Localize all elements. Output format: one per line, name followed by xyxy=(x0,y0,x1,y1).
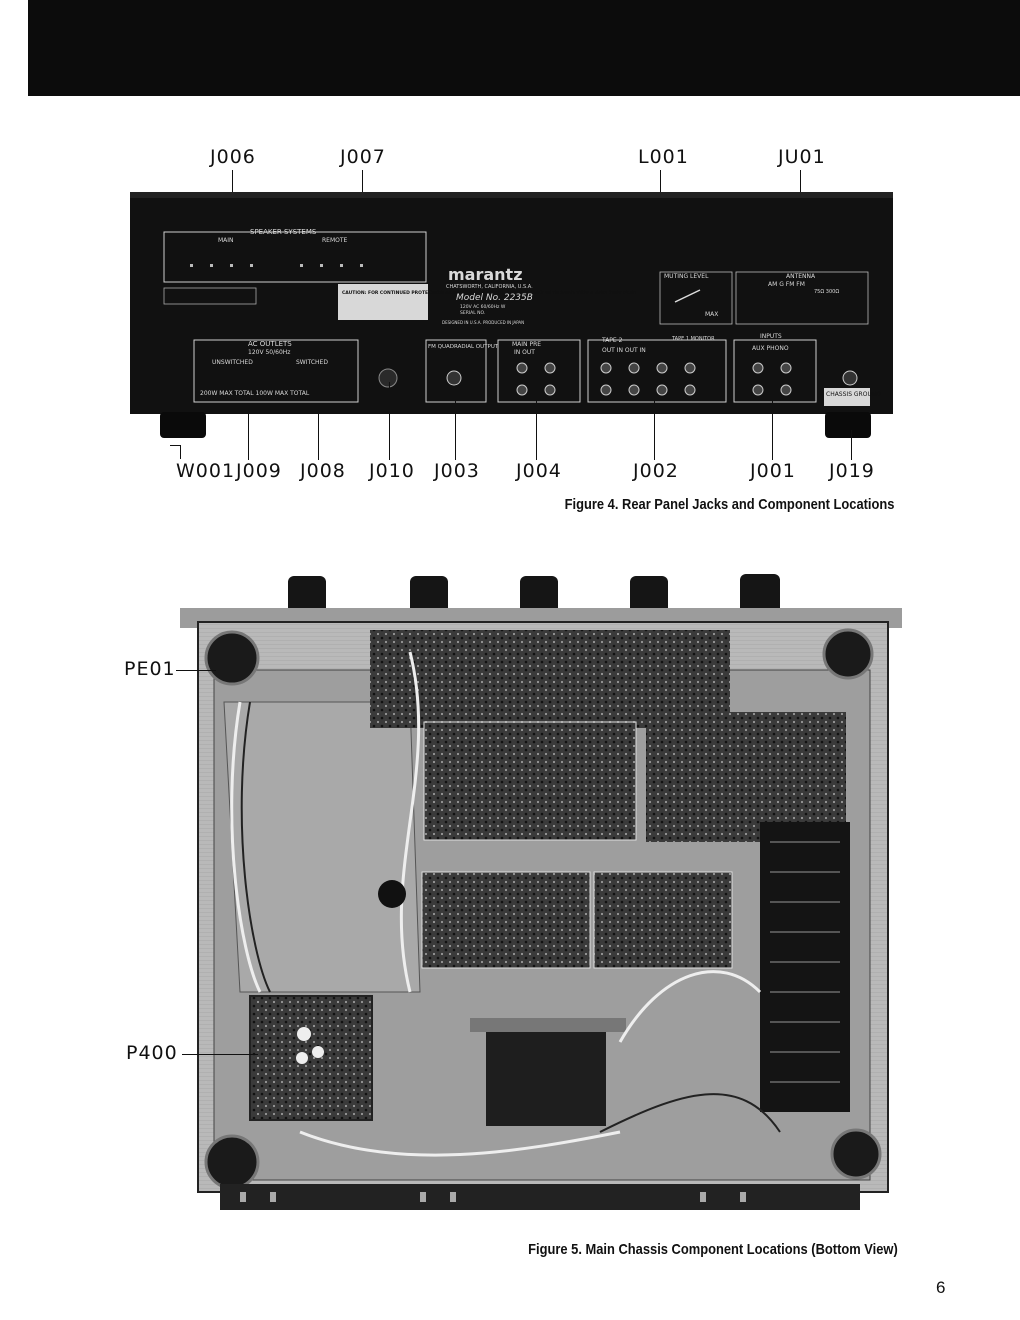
leader-w001-hook xyxy=(170,445,181,446)
panel-power: 120V AC 60/60Hz W xyxy=(460,304,506,310)
leader-j007 xyxy=(362,170,363,196)
panel-aux-phono: AUX PHONO xyxy=(752,345,789,352)
leader-pe01 xyxy=(176,670,216,671)
page-number: 6 xyxy=(936,1278,946,1297)
panel-serial: SERIAL NO. xyxy=(460,310,485,316)
callout-j004: J004 xyxy=(516,460,562,482)
figure5-caption: Figure 5. Main Chassis Component Locatio… xyxy=(528,1241,898,1258)
callout-j001: J001 xyxy=(750,460,796,482)
panel-location: CHATSWORTH, CALIFORNIA, U.S.A. xyxy=(446,284,533,290)
panel-ac-outlets: AC OUTLETS xyxy=(248,340,292,348)
callout-j019: J019 xyxy=(829,460,875,482)
leader-j010 xyxy=(389,382,390,460)
callout-pe01: PE01 xyxy=(124,658,176,680)
leader-j008 xyxy=(318,410,319,460)
callout-j007: J007 xyxy=(340,146,386,168)
callout-j008: J008 xyxy=(300,460,346,482)
panel-in-out: IN OUT xyxy=(514,349,535,356)
top-black-band xyxy=(28,0,1020,96)
panel-caution: CAUTION: FOR CONTINUED PROTECTION AGAINS… xyxy=(342,290,636,296)
callout-p400: P400 xyxy=(126,1042,178,1064)
panel-model: Model No. 2235B xyxy=(456,293,533,303)
leader-j001 xyxy=(772,400,773,460)
panel-antenna-bands: AM G FM FM xyxy=(768,281,805,288)
leader-j002 xyxy=(654,400,655,460)
panel-designed: DESIGNED IN U.S.A. PRODUCED IN JAPAN xyxy=(442,320,524,325)
panel-antenna: ANTENNA xyxy=(786,273,816,280)
panel-tape2: TAPE 2 xyxy=(601,337,623,344)
leader-l001 xyxy=(660,170,661,196)
panel-inputs: INPUTS xyxy=(760,333,782,340)
panel-tape1: TAPE 1 MONITOR xyxy=(671,336,715,342)
panel-muting: MUTING LEVEL xyxy=(664,273,709,280)
callout-j003: J003 xyxy=(434,460,480,482)
panel-fm-quad: FM QUADRADIAL OUTPUT xyxy=(428,344,499,350)
callout-j006: J006 xyxy=(210,146,256,168)
leader-j003 xyxy=(455,395,456,460)
panel-max: MAX xyxy=(705,311,718,318)
panel-chassis-ground: CHASSIS GROUND xyxy=(826,391,881,398)
callout-w001: W001 xyxy=(176,460,236,482)
panel-out-in: OUT IN OUT IN xyxy=(602,347,646,354)
figure4-caption: Figure 4. Rear Panel Jacks and Component… xyxy=(564,496,894,513)
rear-panel-photo: SPEAKER SYSTEMS MAIN REMOTE CAUTION: FOR… xyxy=(130,192,893,438)
panel-remote: REMOTE xyxy=(322,237,348,244)
leader-j004 xyxy=(536,400,537,460)
leader-w001 xyxy=(180,445,181,459)
callout-ju01: JU01 xyxy=(778,146,826,168)
panel-ac-max: 200W MAX TOTAL 100W MAX TOTAL xyxy=(200,390,310,397)
panel-main: MAIN xyxy=(218,237,234,244)
callout-j010: J010 xyxy=(369,460,415,482)
panel-antenna-ohms: 75Ω 300Ω xyxy=(814,289,839,295)
panel-switched: SWITCHED xyxy=(296,359,328,366)
panel-speaker-systems: SPEAKER SYSTEMS xyxy=(250,228,317,236)
callout-j009: J009 xyxy=(236,460,282,482)
leader-j009 xyxy=(248,410,249,460)
panel-main-pre: MAIN PRE xyxy=(512,341,541,348)
panel-brand: marantz xyxy=(448,265,523,284)
leader-j019 xyxy=(851,430,852,460)
panel-unswitched: UNSWITCHED xyxy=(212,359,253,366)
callout-j002: J002 xyxy=(633,460,679,482)
leader-p400 xyxy=(182,1054,258,1055)
panel-ac-spec: 120V 50/60Hz xyxy=(248,349,290,356)
chassis-photo xyxy=(180,574,902,1210)
callout-l001: L001 xyxy=(638,146,689,168)
